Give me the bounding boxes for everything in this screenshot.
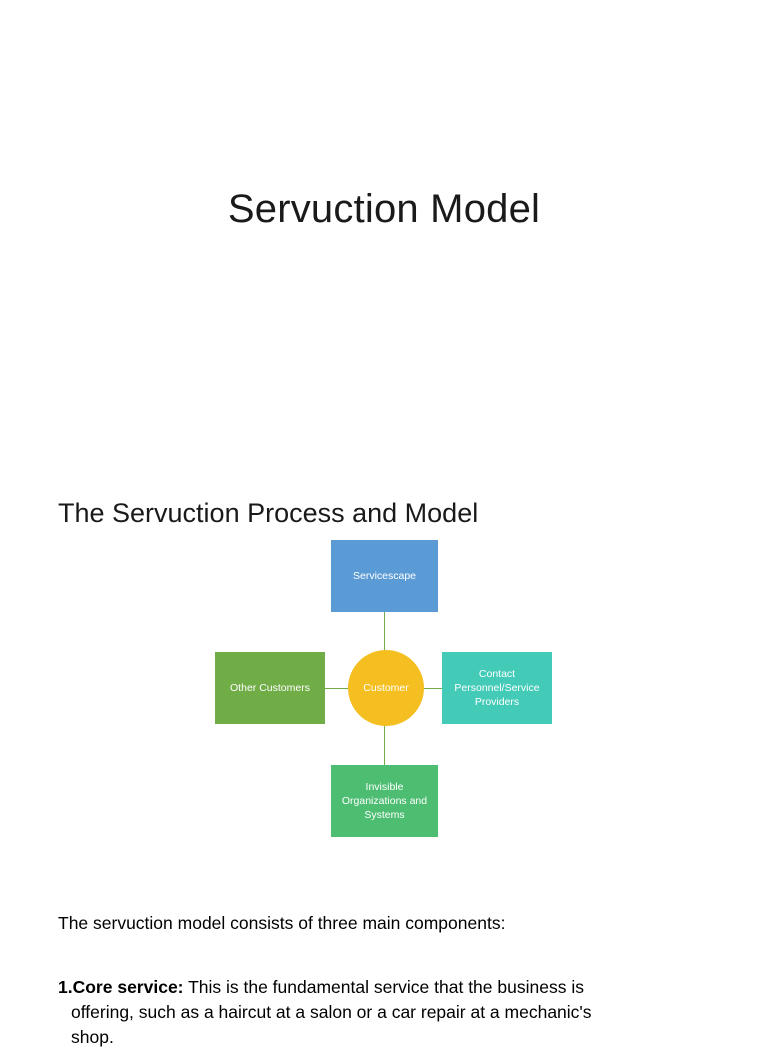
connector-left (325, 688, 349, 689)
diagram-node-invisible-organizations: Invisible Organizations and Systems (331, 765, 438, 837)
connector-right (423, 688, 443, 689)
connector-top (384, 612, 385, 652)
section-heading: The Servuction Process and Model (58, 498, 479, 529)
document-page: Servuction Model The Servuction Process … (58, 186, 592, 1047)
list-item-text-line-2: offering, such as a haircut at a salon o… (71, 1001, 592, 1022)
diagram-node-contact-personnel: Contact Personnel/Service Providers (442, 652, 552, 724)
diagram-node-servicescape: Servicescape (331, 540, 438, 612)
diagram-node-other-customers: Other Customers (215, 652, 325, 724)
servuction-diagram: Servicescape Other Customers Contact Per… (215, 540, 555, 840)
connector-bottom (384, 725, 385, 765)
list-item-number: 1. (58, 976, 73, 997)
diagram-node-customer: Customer (348, 650, 424, 726)
intro-paragraph: The servuction model consists of three m… (58, 912, 506, 933)
page-title: Servuction Model (227, 186, 541, 231)
list-item-label: Core service: (72, 976, 184, 997)
list-item-text-line-3: shop. (71, 1027, 114, 1048)
list-item-core-service: 1.Core service: This is the fundamental … (58, 975, 718, 1051)
list-item-text-line-1: This is the fundamental service that the… (188, 976, 584, 997)
